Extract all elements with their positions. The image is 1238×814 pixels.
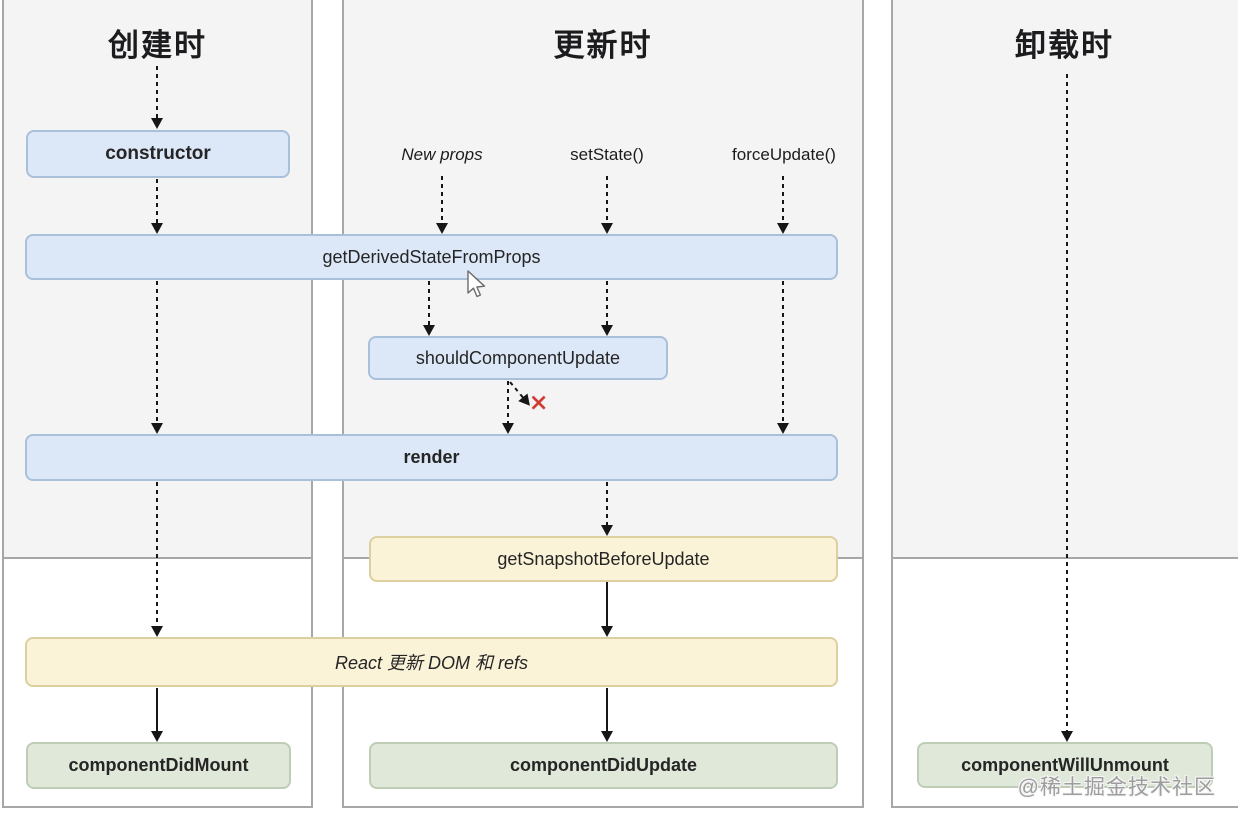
- column-title-updating: 更新时: [553, 28, 653, 63]
- arrow-gdsfp-to-scu-left: [423, 281, 435, 336]
- trigger-new-props-label: New props: [401, 145, 483, 164]
- trigger-setstate-label: setState(): [570, 145, 644, 164]
- column-title-mounting: 创建时: [108, 28, 207, 63]
- unmounting-column-panel: [891, 0, 1238, 808]
- arrowhead: [151, 423, 163, 434]
- trigger-forceupdate-label: forceUpdate(): [732, 145, 836, 164]
- watermark-text: @稀土掘金技术社区: [1017, 776, 1216, 799]
- getderivedstatefromprops-box: getDerivedStateFromProps: [25, 234, 838, 280]
- arrowhead: [601, 223, 613, 234]
- constructor-box: constructor: [26, 130, 290, 178]
- arrow-forceupdate-bypass-to-render: [777, 281, 789, 434]
- componentwillunmount-box: componentWillUnmount: [917, 742, 1213, 788]
- arrowhead: [1061, 731, 1073, 742]
- arrowhead: [151, 626, 163, 637]
- arrow-gdsfp-to-render-left: [151, 281, 163, 434]
- arrowhead: [777, 423, 789, 434]
- arrowhead: [151, 223, 163, 234]
- arrow-render-to-gsbu: [601, 482, 613, 536]
- arrowhead: [777, 223, 789, 234]
- react-updates-dom-box: React 更新 DOM 和 refs: [25, 637, 838, 687]
- render-box: render: [25, 434, 838, 481]
- componentdidmount-box: componentDidMount: [26, 742, 291, 789]
- arrow-reactupdate-to-didmount: [151, 688, 163, 742]
- stop-x-icon: ✕: [529, 390, 549, 416]
- arrowhead: [436, 223, 448, 234]
- arrowhead: [151, 731, 163, 742]
- shouldcomponentupdate-box: shouldComponentUpdate: [368, 336, 668, 380]
- arrow-gdsfp-to-scu-right: [601, 281, 613, 336]
- arrow-newprops-to-gdsfp: [436, 176, 448, 234]
- mouse-cursor-icon: [466, 270, 488, 305]
- getsnapshotbeforeupdate-box: getSnapshotBeforeUpdate: [369, 536, 838, 582]
- arrowhead: [601, 325, 613, 336]
- arrow-mount-to-constructor: [151, 66, 163, 129]
- arrow-constructor-to-gdsfp: [151, 179, 163, 234]
- column-title-unmounting: 卸载时: [1015, 28, 1114, 63]
- arrowhead: [502, 423, 514, 434]
- arrowhead: [601, 525, 613, 536]
- arrow-unmount-to-willunmount: [1061, 74, 1073, 742]
- arrow-gsbu-to-reactupdate: [601, 582, 613, 637]
- arrow-forceupdate-to-gdsfp: [777, 176, 789, 234]
- componentdidupdate-box: componentDidUpdate: [369, 742, 838, 789]
- arrowhead: [151, 118, 163, 129]
- arrow-setstate-to-gdsfp: [601, 176, 613, 234]
- arrow-render-to-reactupdate-left: [151, 482, 163, 637]
- arrowhead: [423, 325, 435, 336]
- arrowhead: [601, 626, 613, 637]
- arrow-scu-to-render: [502, 381, 514, 434]
- arrow-reactupdate-to-didupdate: [601, 688, 613, 742]
- arrowhead: [601, 731, 613, 742]
